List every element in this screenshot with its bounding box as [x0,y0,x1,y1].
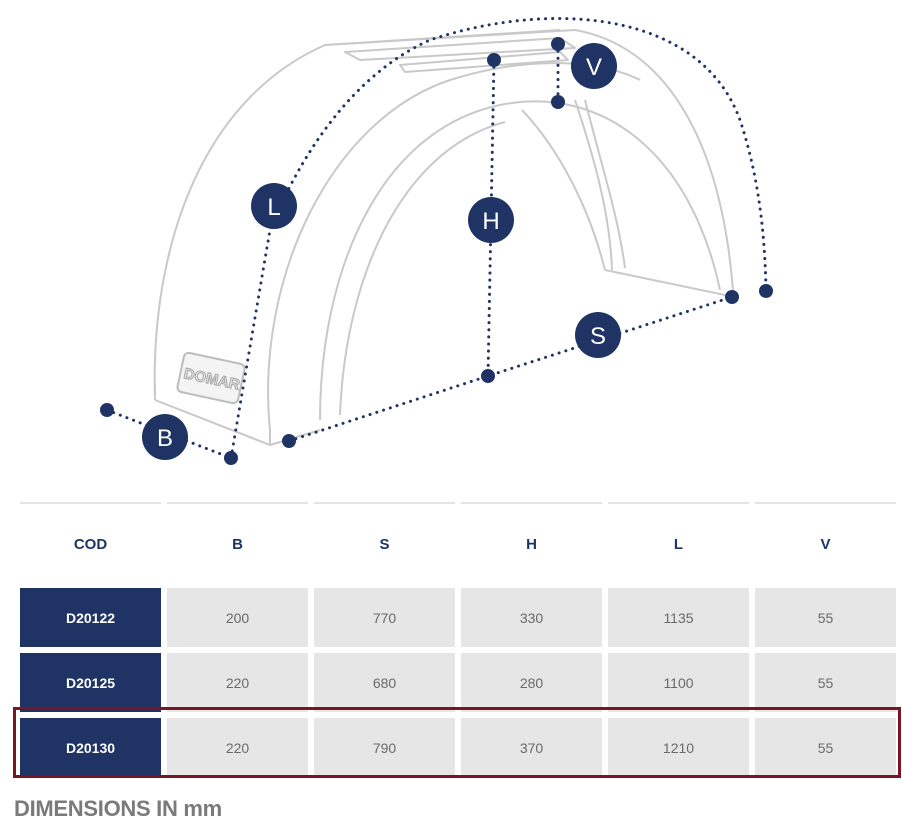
badge-h: H [468,197,514,243]
badge-l: L [251,183,297,229]
dimension-lines [105,17,768,460]
dimensions-table: COD B S H L V D20122 200 770 330 1135 55… [14,496,902,783]
dimension-line-s [287,295,734,443]
cell-s: 770 [314,588,455,647]
cell-l: 1100 [608,653,749,712]
cell-v: 55 [755,653,896,712]
units-footnote: DIMENSIONS IN mm [14,796,222,821]
cell-cod: D20130 [20,718,161,777]
header-h: H [461,502,602,582]
cell-l: 1210 [608,718,749,777]
header-v: V [755,502,896,582]
cell-cod: D20125 [20,653,161,712]
brand-plate: DOMAR [176,351,246,405]
table-row: D20122 200 770 330 1135 55 [20,588,896,647]
dimension-endpoints [100,37,773,465]
header-b: B [167,502,308,582]
endpoint-dot [224,451,238,465]
dimension-line-b [105,408,233,460]
cell-cod: D20122 [20,588,161,647]
endpoint-dot [100,403,114,417]
badge-h-label: H [482,208,499,235]
endpoint-dot [282,434,296,448]
cell-v: 55 [755,588,896,647]
cell-s: 680 [314,653,455,712]
cell-s: 790 [314,718,455,777]
endpoint-dot [551,37,565,51]
cell-b: 220 [167,718,308,777]
table-row: D20125 220 680 280 1100 55 [20,653,896,712]
badge-l-label: L [267,194,280,221]
mudguard-diagram: DOMAR L H V S [100,17,773,465]
badge-s-label: S [590,323,606,350]
endpoint-dot [551,95,565,109]
cell-h: 280 [461,653,602,712]
cell-h: 370 [461,718,602,777]
badge-b: B [142,414,188,460]
table-header-row: COD B S H L V [20,502,896,582]
endpoint-dot [759,284,773,298]
endpoint-dot [487,53,501,67]
header-s: S [314,502,455,582]
badge-s: S [575,312,621,358]
cell-h: 330 [461,588,602,647]
header-l: L [608,502,749,582]
endpoint-dot [725,290,739,304]
endpoint-dot [481,369,495,383]
cell-l: 1135 [608,588,749,647]
badge-v: V [571,43,617,89]
dimension-badges: L H V S B [142,43,621,460]
dimension-line-h [486,58,496,378]
badge-v-label: V [586,54,602,81]
cell-b: 200 [167,588,308,647]
cell-v: 55 [755,718,896,777]
badge-b-label: B [157,425,173,452]
header-cod: COD [20,502,161,582]
dimension-line-l [229,17,768,460]
mudguard-illustration [153,29,734,446]
cell-b: 220 [167,653,308,712]
table-row-highlighted: D20130 220 790 370 1210 55 [20,718,896,777]
